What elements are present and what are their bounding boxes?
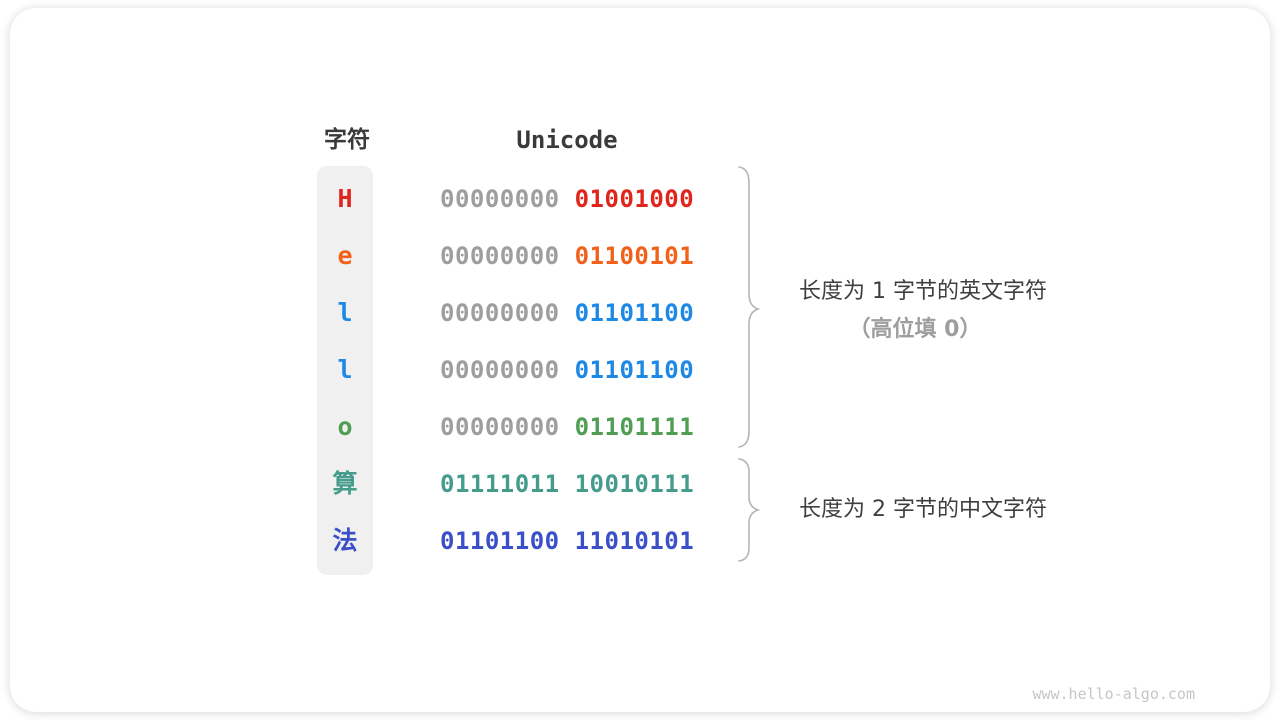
- annotation-1-byte-line1: 长度为 1 字节的英文字符: [799, 279, 1047, 304]
- binary-row: 00000000 01101100: [440, 342, 694, 398]
- diagram-card: 字符 Unicode H e l l o 算 法 00000000 010010…: [10, 8, 1270, 712]
- char-cell-H: H: [337, 184, 353, 213]
- char-cell-fa: 法: [332, 526, 358, 555]
- unicode-column-header: Unicode: [516, 126, 618, 154]
- binary-row: 00000000 01101111: [440, 399, 694, 455]
- binary-row: 00000000 01100101: [440, 228, 694, 284]
- byte-high: 00000000: [440, 299, 560, 327]
- byte-high: 00000000: [440, 242, 560, 270]
- brace-1-byte-group-icon: [738, 166, 761, 448]
- char-cell-l2: l: [337, 355, 353, 384]
- byte-low: 11010101: [574, 527, 695, 555]
- brace-2-byte-group-icon: [738, 458, 761, 562]
- char-column-background: [317, 166, 373, 575]
- byte-low: 01101111: [574, 413, 695, 441]
- binary-row: 01111011 10010111: [440, 456, 694, 512]
- char-cell-suan: 算: [332, 469, 358, 498]
- binary-row: 01101100 11010101: [440, 513, 694, 569]
- char-column-header: 字符: [324, 127, 370, 153]
- binary-row: 00000000 01101100: [440, 285, 694, 341]
- char-cell-o: o: [337, 412, 353, 441]
- byte-low: 01101100: [574, 299, 695, 327]
- char-cell-e: e: [337, 241, 353, 270]
- char-cell-l1: l: [337, 298, 353, 327]
- byte-low: 01100101: [574, 242, 695, 270]
- byte-high: 00000000: [440, 185, 560, 213]
- annotation-1-byte-line2: （高位填 0）: [848, 317, 982, 342]
- byte-high: 00000000: [440, 413, 560, 441]
- site-watermark: www.hello-algo.com: [1032, 685, 1195, 703]
- byte-low: 01001000: [574, 185, 695, 213]
- byte-high: 01111011: [440, 470, 560, 498]
- byte-low: 10010111: [574, 470, 695, 498]
- byte-high: 01101100: [440, 527, 560, 555]
- byte-low: 01101100: [574, 356, 695, 384]
- byte-high: 00000000: [440, 356, 560, 384]
- binary-row: 00000000 01001000: [440, 171, 694, 227]
- annotation-2-byte-line1: 长度为 2 字节的中文字符: [799, 497, 1047, 522]
